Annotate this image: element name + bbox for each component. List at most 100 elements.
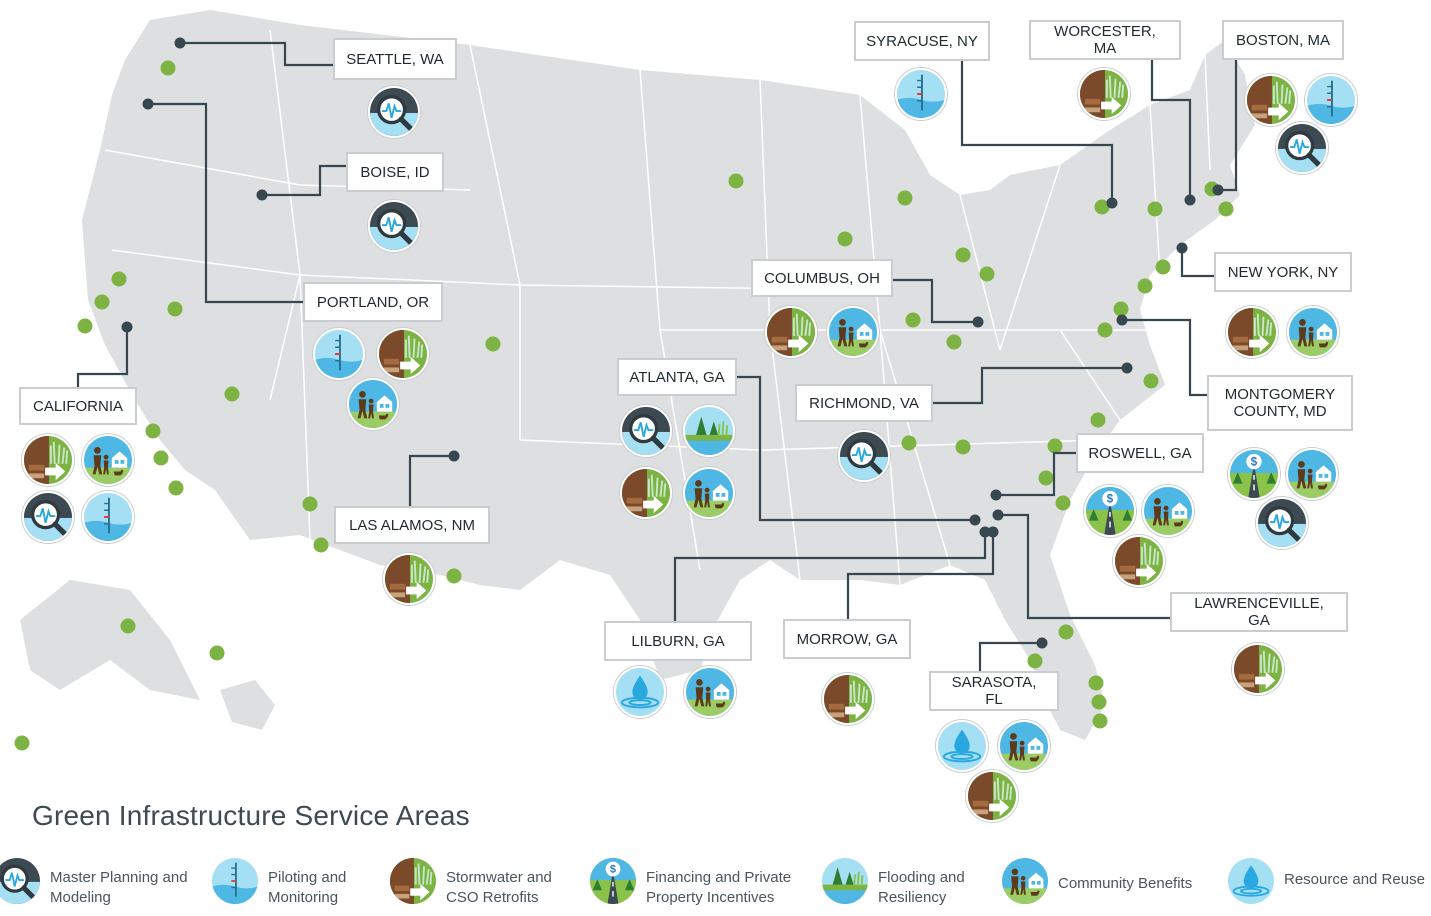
magnifier-waveform-icon <box>838 430 890 482</box>
connector-line-new-york <box>1180 248 1214 278</box>
city-marker-montgomery <box>1116 314 1128 326</box>
city-marker-syracuse <box>1106 197 1118 209</box>
legend-item-monitoring: Piloting and Monitoring <box>212 856 390 916</box>
legend-label: Master Planning and Modeling <box>50 869 188 906</box>
soil-plant-arrow-icon <box>822 673 874 725</box>
city-label-richmond: RICHMOND, VA <box>795 384 933 422</box>
water-gauge-icon <box>895 68 947 120</box>
family-house-icon <box>1142 485 1194 537</box>
water-gauge-icon <box>82 491 134 543</box>
service-area-dot <box>446 568 462 584</box>
service-area-dot <box>979 266 995 282</box>
family-house-icon <box>684 666 736 718</box>
city-label-portland: PORTLAND, OR <box>303 282 443 322</box>
water-gauge-icon <box>212 858 258 904</box>
legend-item-financing: $ Financing and Private Property Incenti… <box>590 856 822 916</box>
service-area-dot <box>14 735 30 751</box>
svg-text:$: $ <box>610 864 616 876</box>
connector-line-morrow <box>846 532 995 619</box>
city-marker-morrow <box>987 526 999 538</box>
service-area-dot <box>905 312 921 328</box>
service-area-dot <box>837 231 853 247</box>
service-area-dot <box>485 336 501 352</box>
service-area-dot <box>1090 412 1106 428</box>
legend-item-planning: Master Planning and Modeling <box>0 856 212 916</box>
connector-line-boise <box>262 164 346 197</box>
water-drop-ripple-icon <box>1228 858 1274 904</box>
connector-line-worcester <box>1150 60 1192 200</box>
city-label-boise: BOISE, ID <box>346 152 444 192</box>
service-area-dot <box>94 294 110 310</box>
legend-label: Flooding and Resiliency <box>878 869 965 906</box>
service-area-dot <box>302 496 318 512</box>
soil-plant-arrow-icon <box>1078 68 1130 120</box>
soil-plant-arrow-icon <box>1113 535 1165 587</box>
connector-line-syracuse <box>960 61 1114 203</box>
magnifier-waveform-icon <box>1276 122 1328 174</box>
magnifier-waveform-icon <box>1256 497 1308 549</box>
city-label-montgomery: MONTGOMERY COUNTY, MD <box>1207 375 1353 431</box>
connector-line-las-alamos <box>408 454 454 506</box>
city-marker-boston <box>1212 184 1224 196</box>
connector-line-richmond <box>933 366 1127 405</box>
connector-line-columbus <box>893 278 978 324</box>
alaska-shape <box>20 580 200 700</box>
soil-plant-arrow-icon <box>966 770 1018 822</box>
soil-plant-arrow-icon <box>765 306 817 358</box>
service-area-dot <box>1055 495 1071 511</box>
service-area-dot <box>209 645 225 661</box>
service-area-dot <box>1038 470 1054 486</box>
family-house-icon <box>1287 306 1339 358</box>
service-area-dot <box>111 271 127 287</box>
soil-plant-arrow-icon <box>383 553 435 605</box>
service-area-dot <box>120 618 136 634</box>
water-drop-ripple-icon <box>936 720 988 772</box>
magnifier-waveform-icon <box>368 200 420 252</box>
service-area-dot <box>1091 694 1107 710</box>
soil-plant-arrow-icon <box>377 328 429 380</box>
city-marker-lilburn <box>979 526 991 538</box>
city-label-seattle: SEATTLE, WA <box>333 38 457 80</box>
service-area-dot <box>901 435 917 451</box>
family-house-icon <box>827 306 879 358</box>
family-house-icon <box>1002 858 1048 904</box>
connector-line-boston <box>1218 60 1238 192</box>
city-marker-portland <box>142 98 154 110</box>
soil-plant-arrow-icon <box>1245 74 1297 126</box>
city-label-lawrenceville: LAWRENCEVILLE, GA <box>1170 592 1348 632</box>
service-area-dot <box>145 423 161 439</box>
legend-item-stormwater: Stormwater and CSO Retrofits <box>390 856 590 916</box>
legend-label: Stormwater and CSO Retrofits <box>446 869 552 906</box>
city-marker-new-york <box>1176 242 1188 254</box>
city-label-atlanta: ATLANTA, GA <box>617 358 737 396</box>
legend-label: Financing and Private Property Incentive… <box>646 869 792 906</box>
city-marker-seattle <box>174 37 186 49</box>
legend-item-flooding: Flooding and Resiliency <box>822 856 1002 916</box>
service-area-dot <box>313 537 329 553</box>
connector-line-atlanta <box>737 375 975 522</box>
city-label-boston: BOSTON, MA <box>1222 20 1344 60</box>
city-label-roswell: ROSWELL, GA <box>1076 433 1204 473</box>
service-area-dot <box>167 301 183 317</box>
legend-item-community: Community Benefits <box>1002 856 1228 916</box>
service-area-dot <box>1137 278 1153 294</box>
family-house-icon <box>82 434 134 486</box>
service-area-dot <box>1143 373 1159 389</box>
svg-text:$: $ <box>1107 493 1114 505</box>
connector-line-lilburn <box>673 532 987 621</box>
city-marker-boise <box>256 189 268 201</box>
connector-line-portland <box>148 102 303 304</box>
service-area-dot <box>1047 438 1063 454</box>
city-marker-lawrenceville <box>992 509 1004 521</box>
city-marker-atlanta <box>969 514 981 526</box>
city-label-las-alamos: LAS ALAMOS, NM <box>334 506 490 544</box>
water-drop-ripple-icon <box>614 666 666 718</box>
city-marker-california <box>121 321 133 333</box>
dollar-road-icon: $ <box>590 858 636 904</box>
soil-plant-arrow-icon <box>620 467 672 519</box>
magnifier-waveform-icon <box>620 405 672 457</box>
connector-line-roswell <box>996 451 1076 497</box>
connector-line-sarasota <box>978 641 1042 671</box>
service-area-dot <box>955 247 971 263</box>
